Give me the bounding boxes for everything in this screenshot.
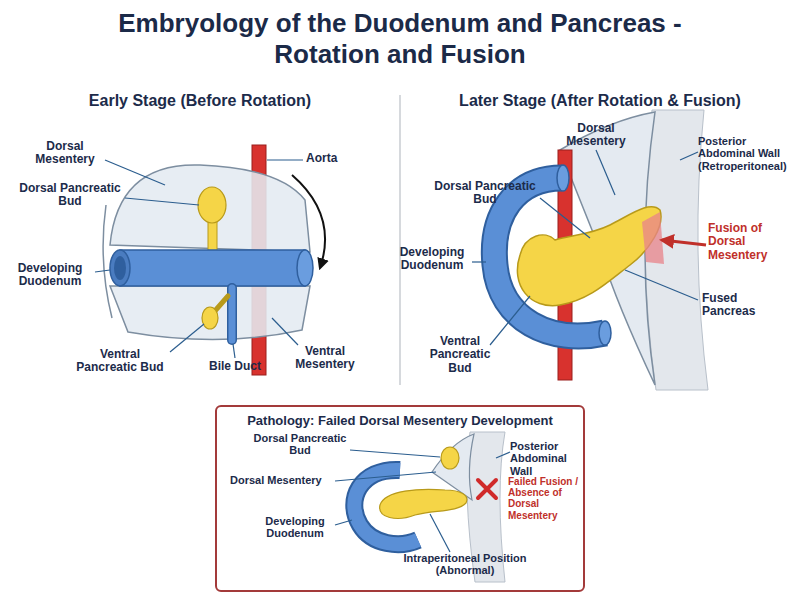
part-label: Aorta xyxy=(306,152,366,165)
highlight-label: Failed Fusion / Absence of Dorsal Mesent… xyxy=(508,476,583,521)
leader-line xyxy=(490,296,530,345)
leader-line xyxy=(625,270,698,300)
leader-line xyxy=(350,450,440,457)
leader-line xyxy=(233,344,235,358)
pancreas-shape xyxy=(517,207,661,306)
duodenum-end xyxy=(297,250,313,286)
part-label: Fused Pancreas xyxy=(702,292,782,319)
part-label: Bile Duct xyxy=(200,360,270,373)
duodenum-end xyxy=(599,321,611,345)
part-label: Dorsal Pancreatic Bud xyxy=(430,180,540,207)
leader-line xyxy=(540,198,590,238)
part-label: Dorsal Mesentery xyxy=(556,122,636,149)
failure-cross xyxy=(478,480,496,498)
part-label: Dorsal Pancreatic Bud xyxy=(250,432,350,457)
part-label: Dorsal Pancreatic Bud xyxy=(15,182,125,209)
part-label: Dorsal Mesentery xyxy=(25,140,105,167)
stage-heading: Later Stage (After Rotation & Fusion) xyxy=(420,92,780,110)
pancreas-shape xyxy=(380,489,467,518)
duodenum-lumen xyxy=(114,256,126,280)
rotation-arrow xyxy=(292,175,325,268)
dorsal-bud-shape xyxy=(198,187,226,223)
leader-line xyxy=(430,514,450,552)
fusion-zone xyxy=(642,212,664,264)
part-label: Ventral Pancreatic Bud xyxy=(420,335,500,375)
leader-line xyxy=(472,261,486,262)
part-label: Dorsal Mesentery xyxy=(230,474,350,486)
leader-line xyxy=(335,472,436,481)
dorsal-bud-shape xyxy=(441,447,459,469)
part-label: Developing Duodenum xyxy=(392,246,472,273)
leader-line xyxy=(496,452,510,458)
leader-line xyxy=(680,152,698,160)
diagram-title: Embryology of the Duodenum and Pancreas … xyxy=(80,8,720,70)
highlight-label: Fusion of Dorsal Mesentery xyxy=(708,222,796,262)
leader-line xyxy=(335,520,352,525)
leader-line xyxy=(125,198,199,205)
leader-line xyxy=(95,270,110,272)
ventral-bud-shape xyxy=(202,307,218,329)
part-label: Posterior Abdominal Wall (Retroperitonea… xyxy=(698,135,798,172)
dorsal-mesentery-sheet xyxy=(110,165,310,252)
duodenum-end xyxy=(110,250,130,286)
part-label: Posterior Abdominal Wall xyxy=(510,440,582,477)
panel-divider xyxy=(399,95,401,385)
part-label: Intraperitoneal Position (Abnormal) xyxy=(400,552,530,577)
part-label: Developing Duodenum xyxy=(5,262,95,289)
part-label: Developing Duodenum xyxy=(255,515,335,540)
part-label: Ventral Mesentery xyxy=(285,345,365,372)
leader-line xyxy=(596,150,615,195)
duodenum-end xyxy=(557,165,569,191)
stage-heading: Early Stage (Before Rotation) xyxy=(60,92,340,110)
leader-line xyxy=(267,159,303,160)
leader-line xyxy=(272,318,298,345)
ventral-mesentery-sheet xyxy=(110,286,310,340)
part-label: Ventral Pancreatic Bud xyxy=(70,348,170,375)
fusion-arrow xyxy=(662,240,706,245)
leader-line xyxy=(170,324,204,352)
duodenum-tube xyxy=(120,250,305,286)
box-heading: Pathology: Failed Dorsal Mesentery Devel… xyxy=(217,413,583,428)
bud-stalk xyxy=(214,296,228,312)
